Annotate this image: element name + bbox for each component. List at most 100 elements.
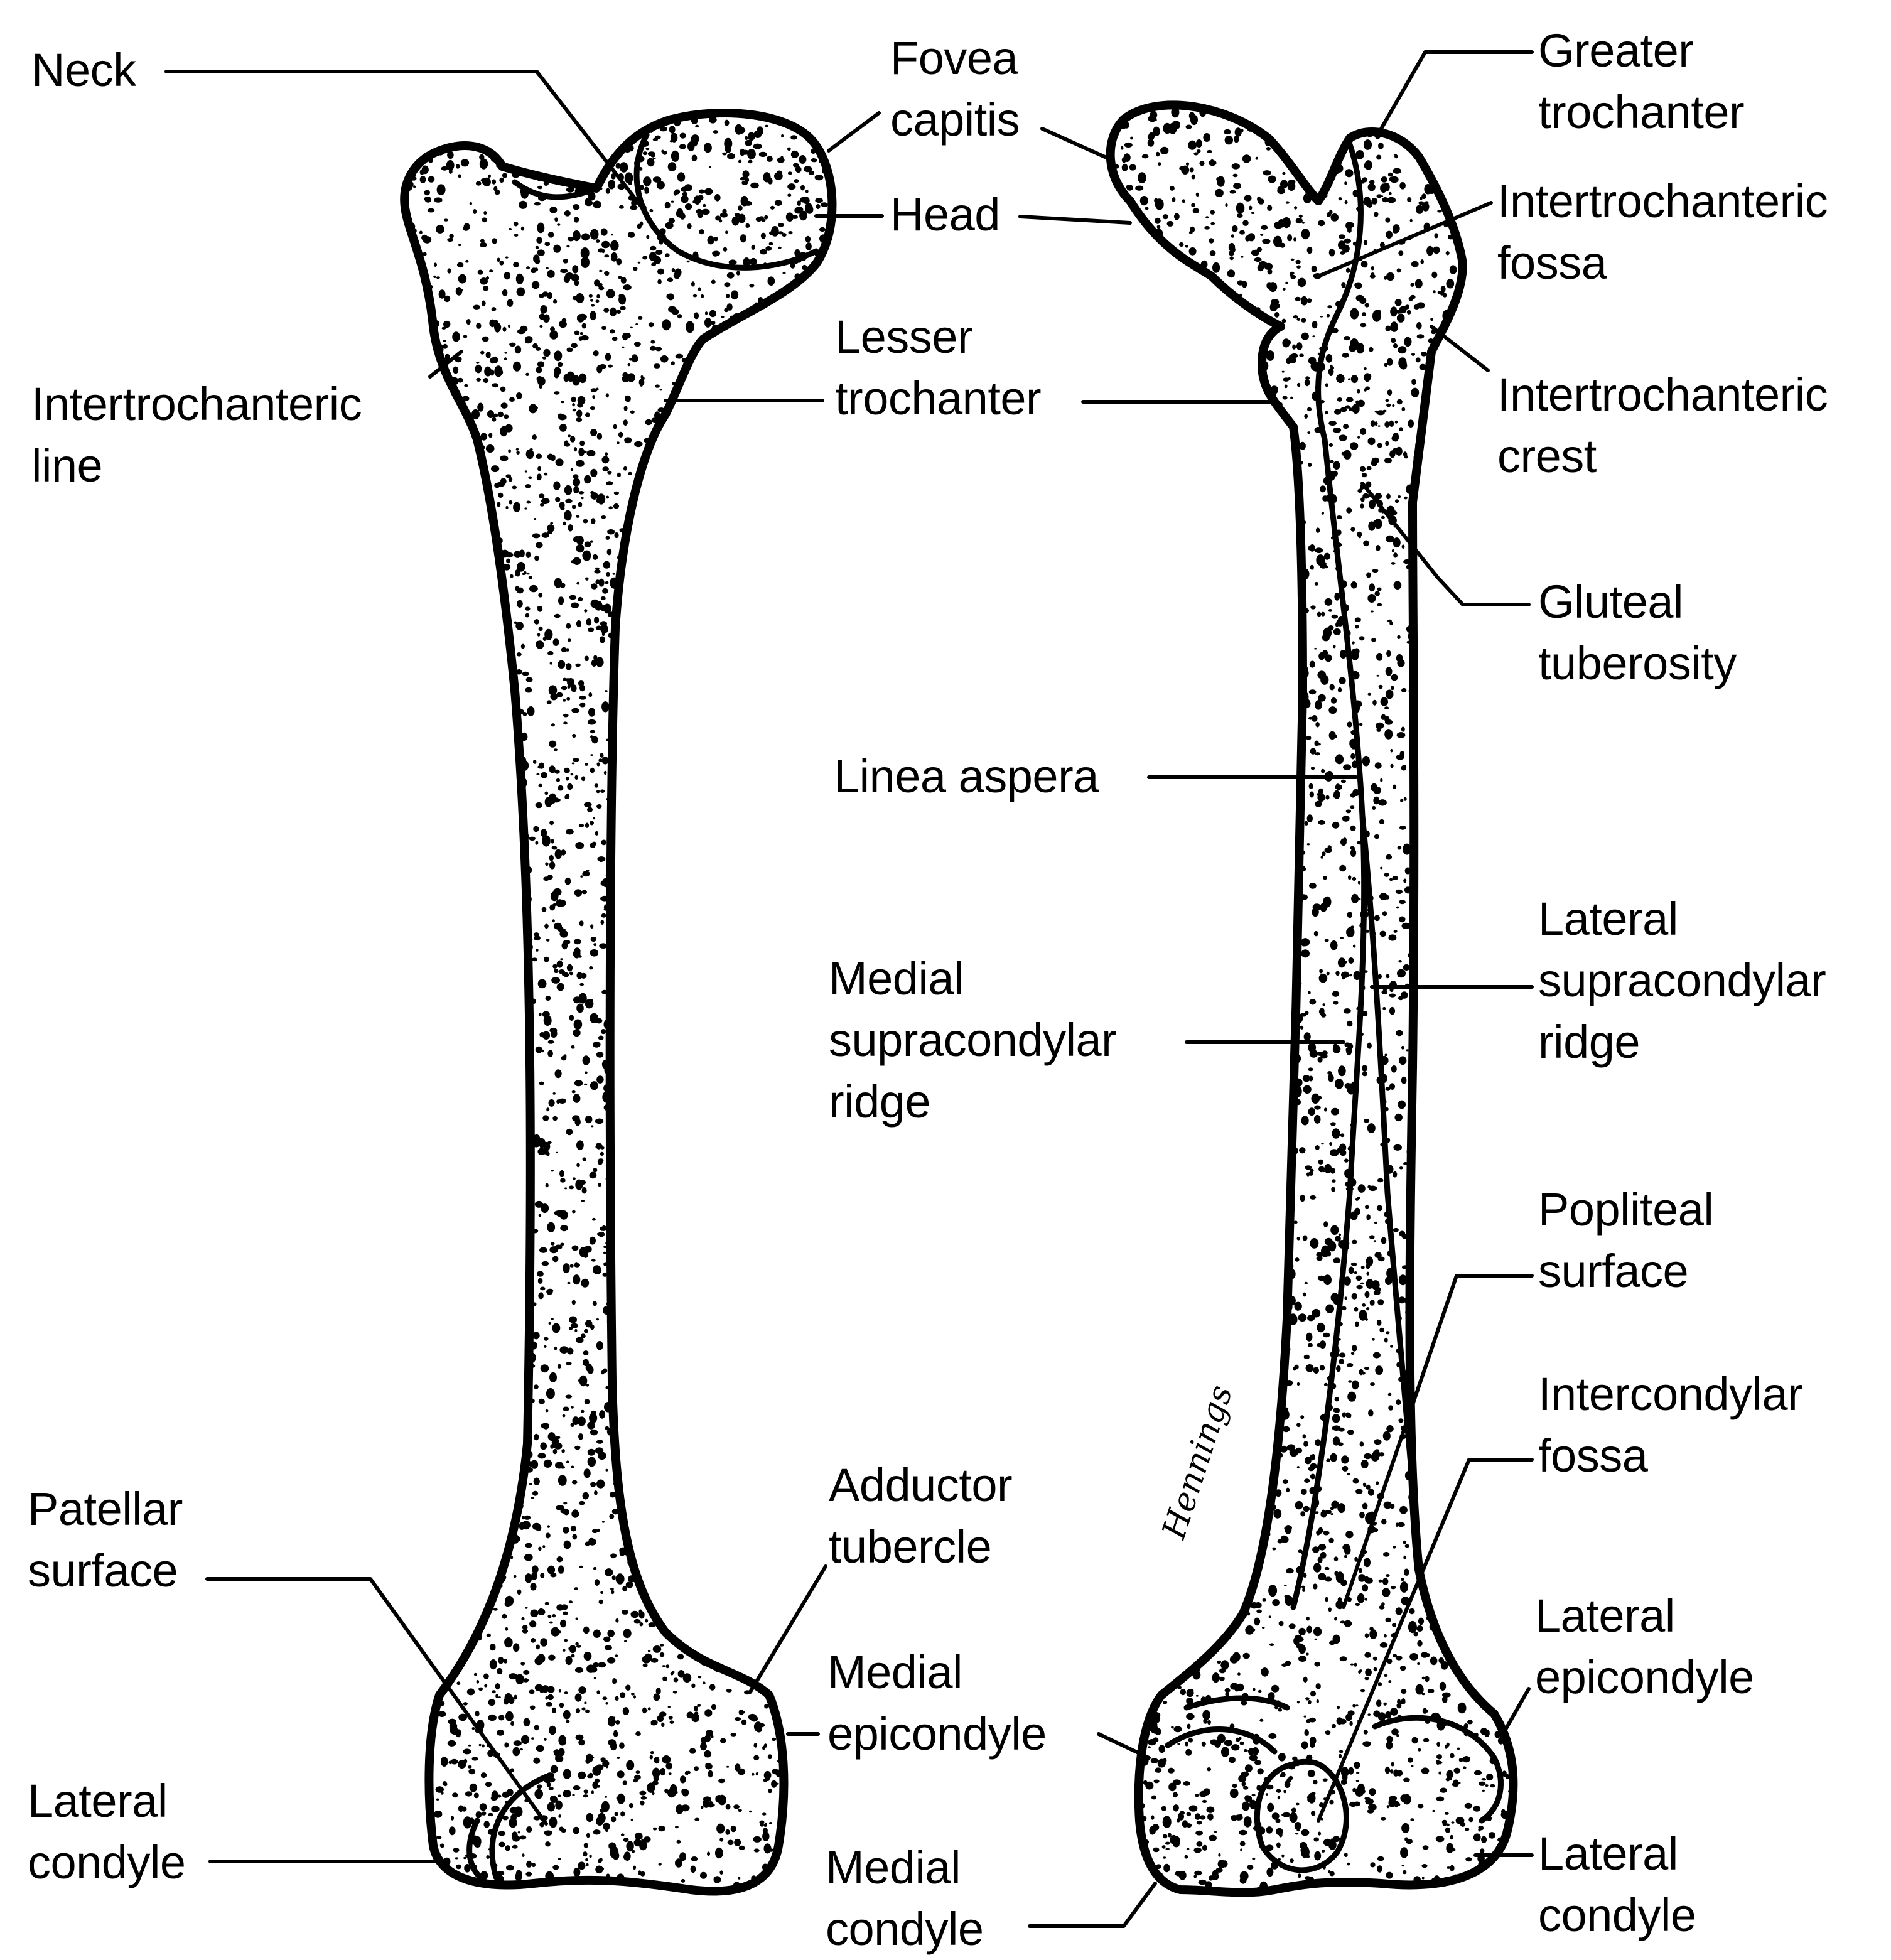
stipple-dot xyxy=(589,999,593,1003)
stipple-dot xyxy=(460,1165,463,1168)
stipple-dot xyxy=(538,1453,546,1458)
stipple-dot xyxy=(551,455,556,461)
stipple-dot xyxy=(800,1118,806,1123)
stipple-dot xyxy=(645,1412,650,1417)
stipple-dot xyxy=(785,831,793,838)
stipple-dot xyxy=(803,814,809,821)
stipple-dot xyxy=(555,849,562,859)
stipple-dot xyxy=(573,474,579,479)
stipple-dot xyxy=(743,1011,752,1022)
stipple-dot xyxy=(482,1121,489,1129)
stipple-dot xyxy=(701,1143,704,1148)
stipple-dot xyxy=(644,654,647,657)
stipple-dot xyxy=(755,1477,761,1483)
stipple-dot xyxy=(610,1588,614,1590)
stipple-dot xyxy=(549,1817,558,1828)
stipple-dot xyxy=(550,118,556,124)
stipple-dot xyxy=(815,1621,821,1627)
stipple-dot xyxy=(453,1476,462,1483)
stipple-dot xyxy=(560,1225,568,1231)
stipple-dot xyxy=(547,1802,555,1812)
stipple-dot xyxy=(633,1866,636,1870)
stipple-dot xyxy=(698,1504,706,1512)
stipple-dot xyxy=(418,1083,420,1085)
stipple-dot xyxy=(761,218,765,222)
stipple-dot xyxy=(463,1477,471,1487)
stipple-dot xyxy=(609,506,613,509)
stipple-dot xyxy=(834,300,838,304)
stipple-dot xyxy=(412,1727,421,1735)
stipple-dot xyxy=(457,1173,460,1177)
stipple-dot xyxy=(510,1556,513,1559)
stipple-dot xyxy=(812,740,818,746)
stipple-dot xyxy=(667,946,676,957)
stipple-dot xyxy=(500,478,507,485)
stipple-dot xyxy=(698,1676,701,1678)
stipple-dot xyxy=(574,217,579,223)
stipple-dot xyxy=(601,1370,605,1375)
stipple-dot xyxy=(415,1178,420,1183)
stipple-dot xyxy=(507,1298,512,1305)
stipple-dot xyxy=(434,1356,440,1360)
stipple-dot xyxy=(821,589,828,594)
stipple-dot xyxy=(628,181,632,185)
stipple-dot xyxy=(574,1446,580,1450)
stipple-dot xyxy=(823,967,827,972)
stipple-dot xyxy=(558,1565,564,1573)
stipple-dot xyxy=(591,112,598,117)
stipple-dot xyxy=(741,862,744,866)
stipple-dot xyxy=(430,1076,433,1079)
stipple-dot xyxy=(620,306,626,310)
stipple-dot xyxy=(642,706,647,712)
stipple-dot xyxy=(508,325,510,328)
stipple-dot xyxy=(617,1770,625,1778)
stipple-dot xyxy=(471,1129,476,1135)
stipple-dot xyxy=(784,1858,790,1862)
stipple-dot xyxy=(531,1638,536,1643)
stipple-dot xyxy=(426,367,432,374)
stipple-dot xyxy=(716,966,721,971)
stipple-dot xyxy=(429,653,437,664)
stipple-dot xyxy=(536,1645,540,1650)
stipple-dot xyxy=(453,461,459,468)
stipple-dot xyxy=(677,314,682,318)
stipple-dot xyxy=(579,983,584,986)
stipple-dot xyxy=(811,1440,817,1446)
stipple-dot xyxy=(411,299,414,303)
stipple-dot xyxy=(784,1351,786,1355)
stipple-dot xyxy=(634,939,639,944)
stipple-dot xyxy=(427,1453,431,1456)
stipple-dot xyxy=(528,141,535,146)
stipple-dot xyxy=(739,1846,745,1850)
stipple-dot xyxy=(821,1583,827,1588)
stipple-dot xyxy=(495,1694,498,1698)
stipple-dot xyxy=(753,1641,758,1645)
stipple-dot xyxy=(551,1796,558,1803)
stipple-dot xyxy=(813,1181,819,1185)
stipple-dot xyxy=(634,1387,638,1390)
stipple-dot xyxy=(542,835,551,846)
stipple-dot xyxy=(730,950,733,952)
stipple-dot xyxy=(517,652,522,657)
stipple-dot xyxy=(790,1371,794,1375)
stipple-dot xyxy=(588,719,596,725)
stipple-dot xyxy=(475,1343,482,1352)
stipple-dot xyxy=(701,369,707,377)
stipple-dot xyxy=(559,1210,568,1220)
stipple-dot xyxy=(436,1129,439,1134)
stipple-dot xyxy=(761,1187,769,1192)
stipple-dot xyxy=(546,1289,553,1295)
stipple-dot xyxy=(635,607,643,615)
stipple-dot xyxy=(640,1622,644,1626)
stipple-dot xyxy=(453,1077,456,1080)
stipple-dot xyxy=(414,110,419,115)
stipple-dot xyxy=(441,1232,448,1237)
stipple-dot xyxy=(438,539,443,546)
stipple-dot xyxy=(626,1760,634,1770)
stipple-dot xyxy=(497,502,500,507)
stipple-dot xyxy=(479,1893,482,1897)
stipple-dot xyxy=(590,229,599,240)
stipple-dot xyxy=(662,930,670,940)
stipple-dot xyxy=(777,527,784,537)
stipple-dot xyxy=(745,681,751,685)
